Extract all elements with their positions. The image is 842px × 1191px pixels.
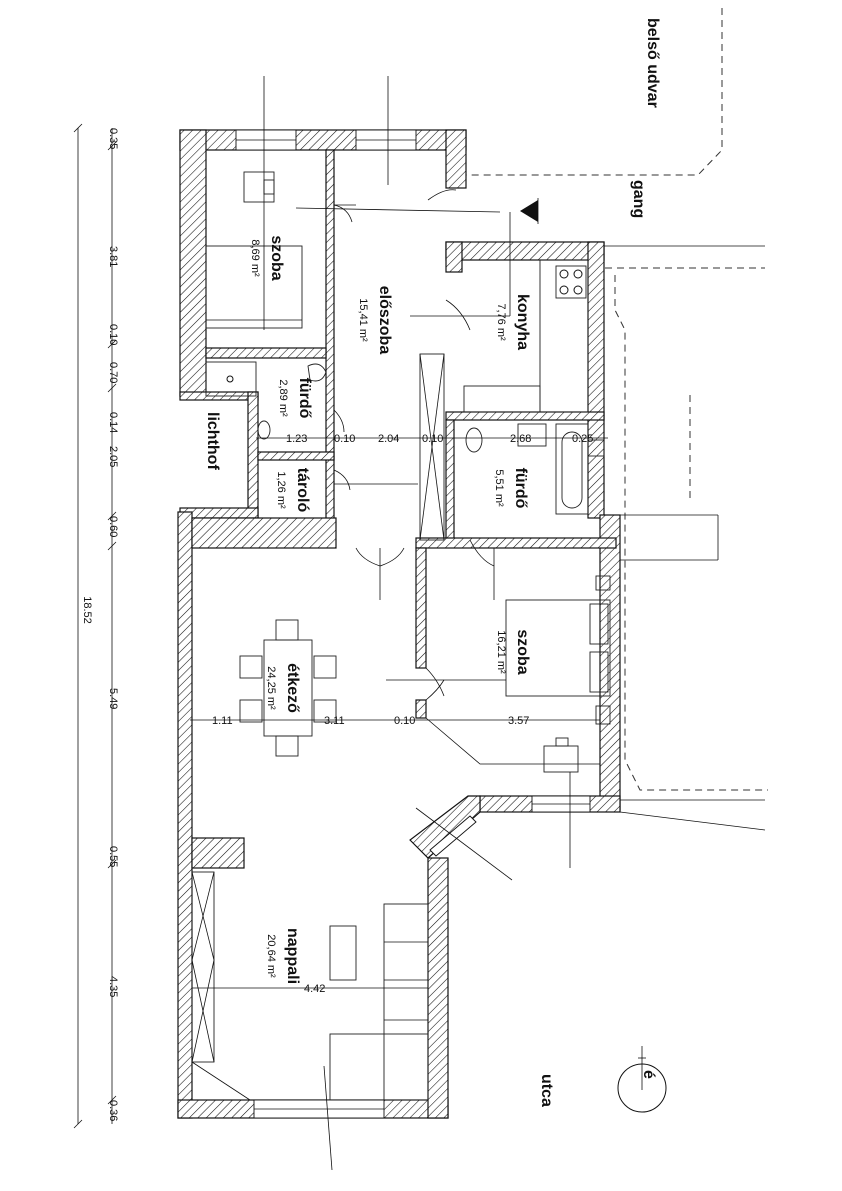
doors [333,189,495,701]
room-szoba-2: szoba 16,21 m² [495,629,531,674]
courtyard-outline [466,8,768,791]
total-dimension: 18.52 [81,596,93,624]
room-name: tároló [294,468,311,513]
room-area: 5,51 m² [493,469,505,507]
room-etkezo: étkező 24,25 m² [265,663,301,713]
room-name: előszoba [376,286,393,355]
dim-nappali-width: 4.42 [304,983,325,995]
dim-row-lower: 0.10 [394,715,415,727]
room-tarolo: tároló 1,26 m² [275,468,311,513]
room-area: 1,26 m² [275,471,287,509]
room-area: 2,89 m² [277,379,289,417]
dim-chain: 0.60 [107,516,119,537]
room-furdo-2: fürdő 5,51 m² [493,468,529,509]
street-label: utca [538,1074,555,1107]
dim-row-upper: 2.04 [378,433,399,445]
room-konyha: konyha 7,76 m² [495,294,531,350]
room-name: fürdő [512,468,529,509]
room-name: konyha [514,294,531,350]
dim-chain: 0.55 [107,846,119,867]
lightwell-label: lichthof [204,412,221,470]
room-name: szoba [514,629,531,674]
walls [177,129,621,1119]
dim-row-upper: 0.10 [422,433,443,445]
dim-row-lower: 3.57 [508,715,529,727]
room-area: 15,41 m² [357,298,369,342]
section-lines [263,76,571,1171]
room-nappali: nappali 20,64 m² [265,928,301,984]
room-name: étkező [284,663,301,713]
dim-chain: 5.49 [107,688,119,709]
room-area: 8,69 m² [249,239,261,277]
dim-chain: 0.70 [107,362,119,383]
dim-chain: 4.35 [107,976,119,997]
room-area: 7,76 m² [495,303,507,341]
room-name: szoba [268,235,285,280]
north-label: é [640,1070,657,1079]
dimension-lines [73,123,608,1129]
dim-row-upper: 2.68 [510,433,531,445]
room-area: 24,25 m² [265,666,277,710]
dim-chain: 0.14 [107,412,119,433]
dim-chain: 0.36 [107,1100,119,1121]
north-arrow [617,1046,667,1113]
room-name: fürdő [296,378,313,419]
room-eloszoba: előszoba 15,41 m² [357,286,393,355]
furniture [191,171,611,1101]
gallery-label: gang [630,180,647,218]
dim-row-lower: 1.11 [212,715,233,727]
windows [235,129,591,1119]
room-szoba-1: szoba 8,69 m² [249,235,285,280]
dim-chain: 3.81 [107,246,119,267]
room-furdo-1: fürdő 2,89 m² [277,378,313,419]
dim-row-lower: 3.11 [324,715,345,727]
room-name: nappali [284,928,301,984]
dim-row-upper: 1.23 [286,433,307,445]
inner-courtyard-label: belső udvar [644,18,661,108]
room-area: 16,21 m² [495,630,507,674]
dim-chain: 0.35 [107,128,119,149]
dim-chain: 2.05 [107,446,119,467]
dim-chain: 0.10 [107,324,119,345]
dim-row-upper: 0.10 [334,433,355,445]
gallery-walkway [603,245,766,831]
room-area: 20,64 m² [265,934,277,978]
dim-row-upper: 0.25 [572,433,593,445]
